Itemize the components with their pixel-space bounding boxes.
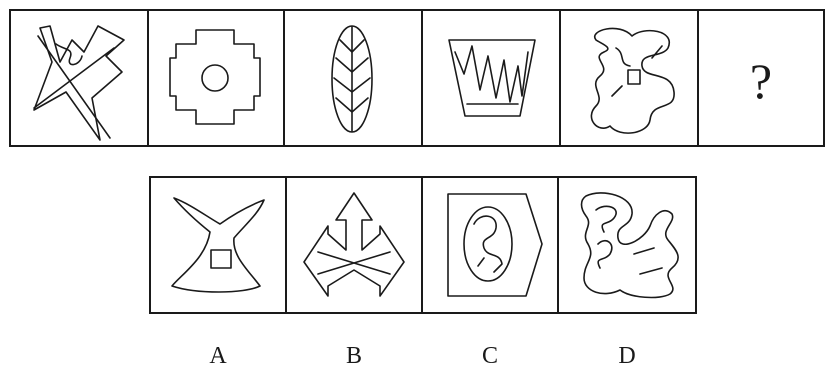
question-mark: ? (750, 53, 772, 109)
option-b[interactable] (286, 177, 422, 313)
question-cell-1 (10, 10, 148, 146)
option-c-label: C (482, 343, 498, 369)
option-a-label: A (209, 343, 227, 369)
option-d-label: D (618, 343, 635, 369)
question-cell-4 (422, 10, 560, 146)
question-cell-6: ? (698, 10, 824, 146)
question-cell-5 (560, 10, 698, 146)
option-a[interactable] (150, 177, 286, 313)
question-cell-3 (284, 10, 422, 146)
question-row: ? (10, 10, 824, 146)
option-b-label: B (346, 343, 362, 369)
question-cell-2 (148, 10, 284, 146)
option-c[interactable] (422, 177, 558, 313)
option-d[interactable] (558, 177, 696, 313)
options-row: A B C D (150, 177, 696, 369)
